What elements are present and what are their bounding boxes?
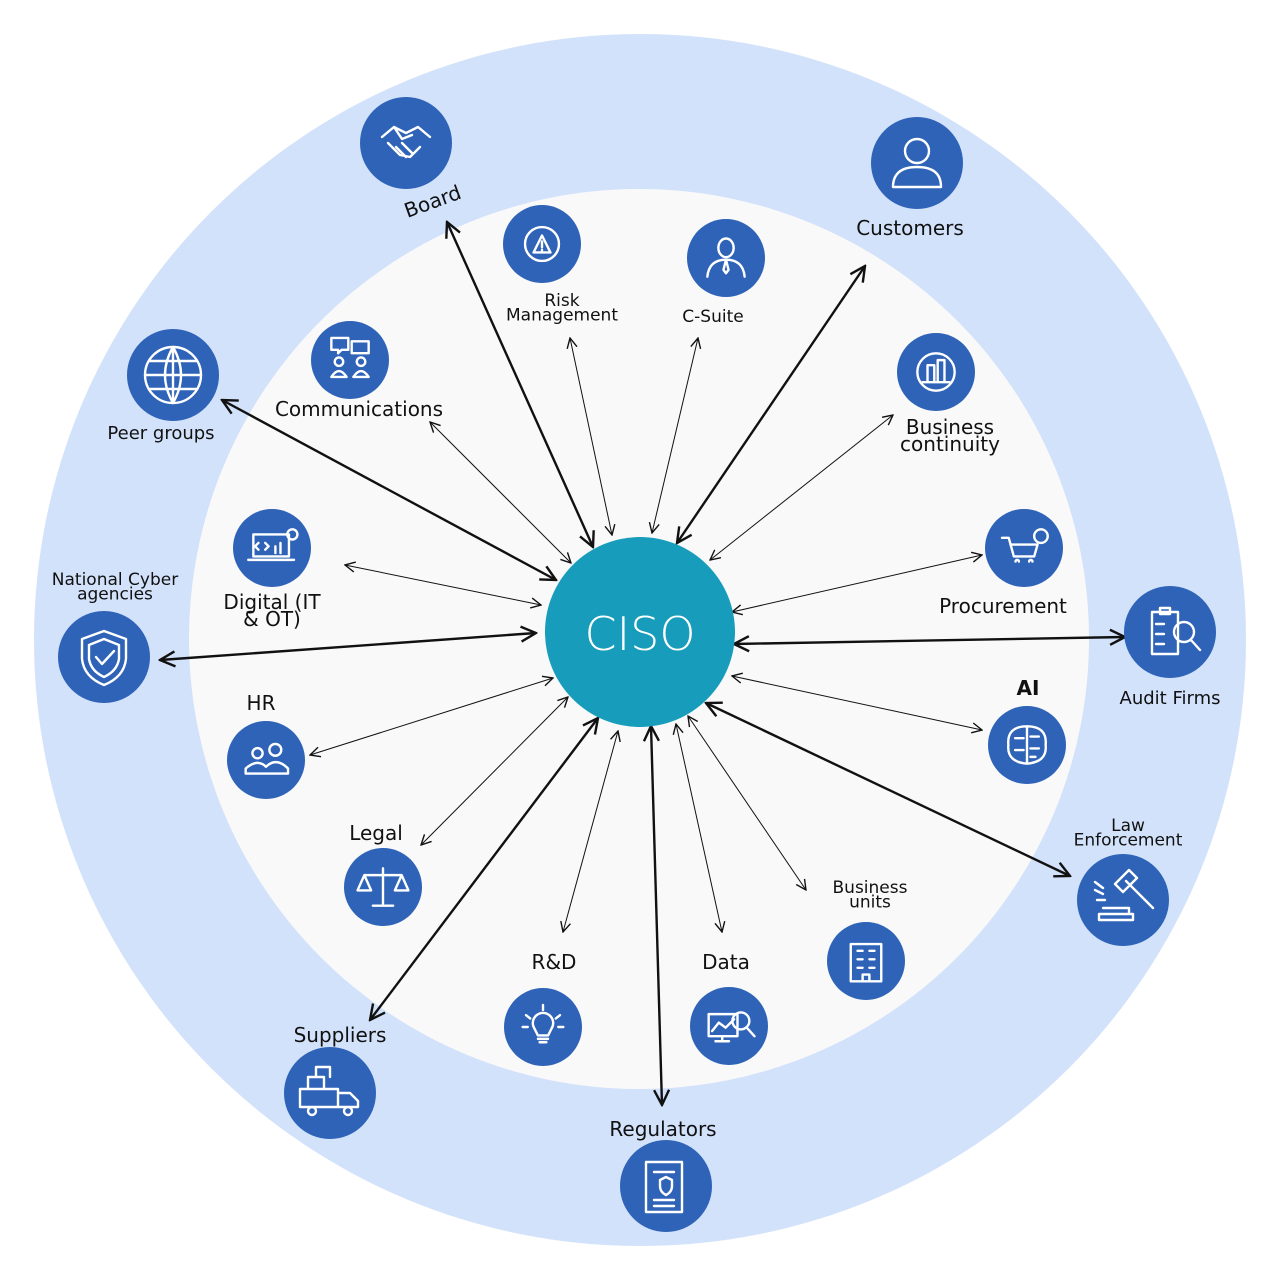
brain-circuit-icon xyxy=(988,706,1066,784)
label-digital-it-ot: Digital (IT& OT) xyxy=(223,590,321,631)
arrow-procurement xyxy=(732,555,982,612)
label-ai: AI xyxy=(1017,676,1040,700)
label-regulators: Regulators xyxy=(609,1117,716,1141)
chat-people-icon xyxy=(311,321,389,399)
node-ai[interactable]: AI xyxy=(988,676,1066,784)
risk-gear-icon xyxy=(503,205,581,283)
label-suppliers: Suppliers xyxy=(294,1023,387,1047)
label-line: Legal xyxy=(349,821,403,845)
cart-gear-icon xyxy=(985,509,1063,587)
label-line: Audit Firms xyxy=(1120,688,1221,709)
arrow-customers xyxy=(677,266,865,543)
label-peer-groups: Peer groups xyxy=(107,423,214,444)
label-line: Management xyxy=(506,305,618,325)
node-customers[interactable]: Customers xyxy=(856,117,964,240)
label-line: Suppliers xyxy=(294,1023,387,1047)
arrow-data xyxy=(676,724,722,932)
label-line: Enforcement xyxy=(1074,830,1183,850)
node-regulators[interactable]: Regulators xyxy=(609,1117,717,1232)
city-globe-icon xyxy=(897,333,975,411)
building-icon xyxy=(827,922,905,1000)
label-line: Peer groups xyxy=(107,423,214,444)
node-communications[interactable]: Communications xyxy=(275,321,443,421)
node-audit-firms[interactable]: Audit Firms xyxy=(1120,586,1221,709)
label-line: R&D xyxy=(532,950,577,974)
label-line: AI xyxy=(1017,676,1040,700)
label-hr: HR xyxy=(247,691,276,715)
truck-icon xyxy=(284,1047,376,1139)
node-procurement[interactable]: Procurement xyxy=(939,509,1067,618)
arrow-national-cyber-agencies xyxy=(160,633,536,660)
label-r-d: R&D xyxy=(532,950,577,974)
arrow-regulators xyxy=(651,726,662,1105)
node-legal[interactable]: Legal xyxy=(344,821,422,926)
node-data[interactable]: Data xyxy=(690,950,768,1065)
label-line: Digital (IT xyxy=(223,590,321,614)
label-line: Law xyxy=(1111,816,1145,836)
label-data: Data xyxy=(702,950,750,974)
gavel-icon xyxy=(1077,854,1169,946)
label-line: continuity xyxy=(900,432,1000,456)
label-line: HR xyxy=(247,691,276,715)
arrow-risk-management xyxy=(570,338,612,535)
node-peer-groups[interactable]: Peer groups xyxy=(107,329,219,444)
label-line: Communications xyxy=(275,397,443,421)
shield-check-icon xyxy=(58,611,150,703)
handshake-icon xyxy=(360,97,452,189)
node-hr[interactable]: HR xyxy=(227,691,305,799)
ciso-node: CISO xyxy=(545,537,735,727)
data-analysis-icon xyxy=(690,987,768,1065)
label-line: units xyxy=(849,892,891,912)
label-line: Business xyxy=(906,415,994,439)
label-communications: Communications xyxy=(275,397,443,421)
label-line: C-Suite xyxy=(682,307,743,327)
label-procurement: Procurement xyxy=(939,594,1067,618)
arrow-business-continuity xyxy=(710,415,893,560)
executive-icon xyxy=(687,219,765,297)
ciso-label: CISO xyxy=(584,607,695,661)
label-audit-firms: Audit Firms xyxy=(1120,688,1221,709)
globe-icon xyxy=(127,329,219,421)
label-line: Data xyxy=(702,950,750,974)
label-line: Customers xyxy=(856,216,964,240)
label-line: & OT) xyxy=(243,607,301,631)
node-c-suite[interactable]: C-Suite xyxy=(682,219,765,327)
lightbulb-icon xyxy=(504,988,582,1066)
node-suppliers[interactable]: Suppliers xyxy=(284,1023,386,1139)
label-customers: Customers xyxy=(856,216,964,240)
label-line: Procurement xyxy=(939,594,1067,618)
label-legal: Legal xyxy=(349,821,403,845)
arrow-audit-firms xyxy=(734,637,1125,644)
arrow-hr xyxy=(310,678,553,755)
clipboard-magnifier-icon xyxy=(1124,586,1216,678)
label-line: Regulators xyxy=(609,1117,716,1141)
people-icon xyxy=(227,721,305,799)
label-line: agencies xyxy=(77,584,153,604)
arrow-communications xyxy=(430,422,571,563)
node-digital-it-ot[interactable]: Digital (IT& OT) xyxy=(223,509,321,631)
label-line: Risk xyxy=(544,291,579,311)
label-c-suite: C-Suite xyxy=(682,307,743,327)
user-icon xyxy=(871,117,963,209)
scales-icon xyxy=(344,848,422,926)
label-line: Business xyxy=(833,878,908,898)
label-line: National Cyber xyxy=(52,570,178,590)
laptop-code-icon xyxy=(233,509,311,587)
regulation-document-icon xyxy=(620,1140,712,1232)
node-r-d[interactable]: R&D xyxy=(504,950,582,1066)
